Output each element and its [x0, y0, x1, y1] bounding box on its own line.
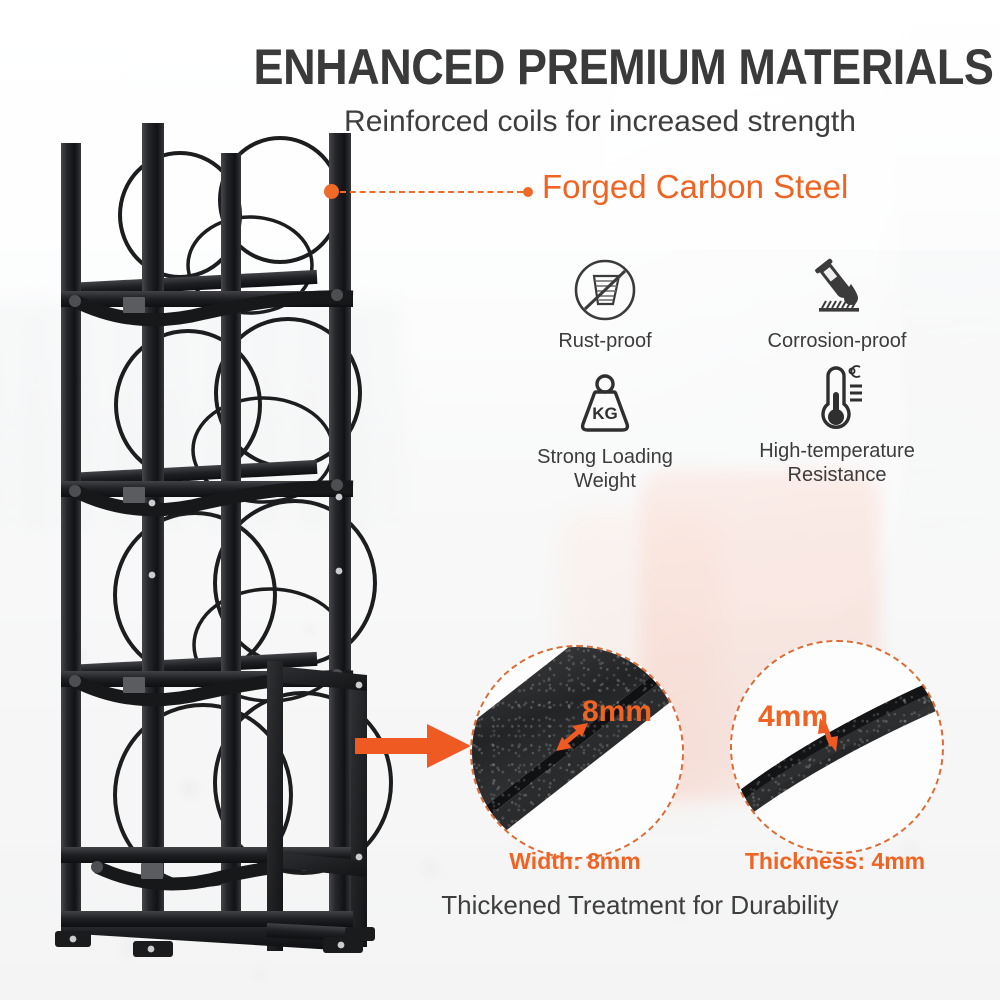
page-title: ENHANCED PREMIUM MATERIALS — [253, 39, 994, 95]
svg-text:KG: KG — [592, 404, 618, 423]
thickness-dimension-arrow — [818, 718, 838, 752]
cylinder-rack-product-image — [45, 105, 435, 965]
strap-width-closeup — [472, 647, 682, 857]
corrosion-proof-icon — [722, 252, 952, 328]
rust-proof-icon — [490, 252, 720, 328]
thickness-dimension-label: 4mm — [758, 700, 829, 733]
feature-rust-proof: Rust-proof — [490, 252, 720, 354]
rack-illustration — [55, 123, 393, 957]
width-dimension-label: 8mm — [582, 695, 653, 728]
pointer-arrow-to-detail — [355, 718, 475, 779]
strap-thickness-closeup — [732, 642, 942, 848]
width-caption: Width: 8mm — [509, 848, 641, 874]
background-top-fade — [0, 0, 1000, 250]
thermometer-icon — [722, 362, 952, 438]
feature-label: High-temperature Resistance — [722, 440, 952, 487]
feature-strong-loading-weight: KG Strong Loading Weight — [490, 368, 720, 493]
callout-leader-line — [340, 191, 523, 193]
thickness-caption: Thickness: 4mm — [744, 848, 926, 874]
feature-label-line2: Weight — [574, 469, 636, 492]
rack-rails-front — [61, 291, 353, 863]
bottom-caption: Thickened Treatment for Durability — [441, 890, 839, 920]
feature-label: Strong Loading Weight — [490, 446, 720, 493]
feature-high-temperature-resistance: High-temperature Resistance — [722, 362, 952, 487]
callout-label: Forged Carbon Steel — [542, 168, 849, 205]
rack-straps — [69, 289, 355, 891]
feature-list: Rust-proof — [470, 252, 960, 522]
callout-anchor-dot — [324, 184, 339, 199]
forged-carbon-steel-callout: Forged Carbon Steel — [320, 168, 940, 218]
kg-weight-icon: KG — [490, 368, 720, 444]
width-detail-circle: 8mm — [470, 645, 684, 859]
page-subtitle: Reinforced coils for increased strength — [344, 105, 856, 138]
rack-screws — [69, 493, 363, 953]
feature-label-line2: Resistance — [787, 463, 887, 486]
feature-label: Corrosion-proof — [767, 330, 907, 352]
width-dimension-arrow — [556, 723, 588, 751]
feature-label-line1: Strong Loading — [537, 446, 673, 468]
callout-end-dot — [523, 187, 533, 197]
strap-texture — [732, 642, 942, 852]
strap-texture — [472, 647, 682, 857]
feature-label-line1: High-temperature — [759, 440, 915, 462]
feature-corrosion-proof: Corrosion-proof — [722, 252, 952, 354]
thickness-detail-circle: 4mm — [730, 640, 944, 854]
feature-label: Rust-proof — [558, 330, 652, 352]
